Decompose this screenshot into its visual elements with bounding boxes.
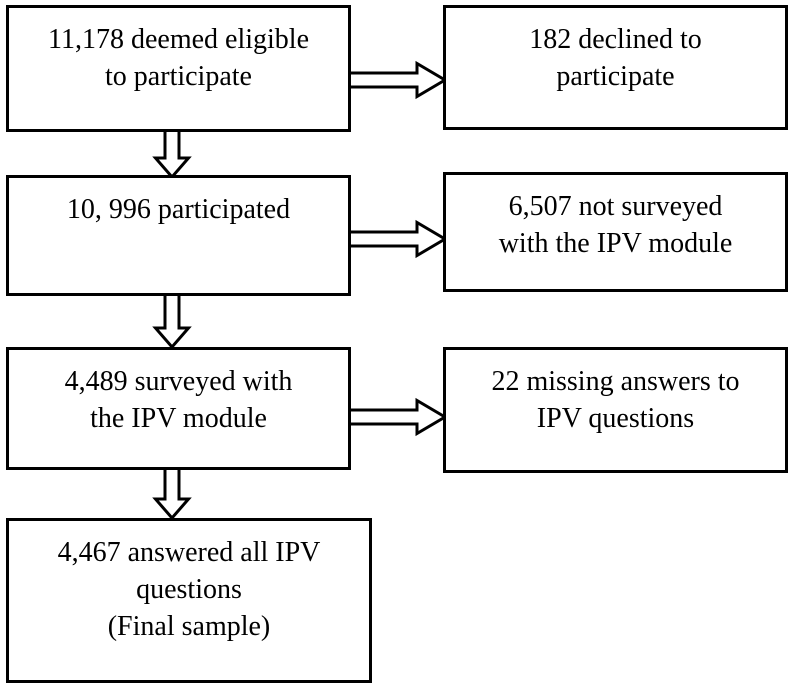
box-line: 6,507 not surveyed: [508, 191, 723, 222]
box-line: questions: [136, 574, 242, 605]
box-line: to participate: [105, 61, 252, 92]
arrow-down-surveyed-to-final: [152, 465, 192, 521]
arrow-down-eligible-to-participated: [152, 127, 192, 180]
box-line: 182 declined to: [529, 24, 702, 55]
box-line: 22 missing answers to: [491, 366, 740, 397]
arrow-right-participated-to-not-surveyed: [347, 219, 448, 259]
box-missing-answers: 22 missing answers to IPV questions: [443, 347, 788, 473]
box-line: the IPV module: [90, 403, 267, 434]
box-line: IPV questions: [536, 403, 695, 434]
box-declined: 182 declined to participate: [443, 5, 788, 130]
box-line: participate: [556, 61, 675, 92]
box-line: 4,467 answered all IPV: [57, 537, 321, 568]
arrow-right-eligible-to-declined: [347, 60, 448, 100]
arrow-down-participated-to-surveyed: [152, 291, 192, 350]
box-final-sample: 4,467 answered all IPV questions (Final …: [6, 518, 372, 683]
box-line: 11,178 deemed eligible: [48, 24, 309, 55]
box-line: (Final sample): [107, 611, 271, 642]
box-surveyed: 4,489 surveyed with the IPV module: [6, 347, 351, 470]
box-line: 4,489 surveyed with: [64, 366, 293, 397]
box-participated: 10, 996 participated: [6, 175, 351, 296]
box-eligible: 11,178 deemed eligible to participate: [6, 5, 351, 132]
box-line: with the IPV module: [498, 228, 733, 259]
arrow-right-surveyed-to-missing: [347, 397, 448, 437]
box-line: 10, 996 participated: [66, 194, 291, 225]
box-not-surveyed: 6,507 not surveyed with the IPV module: [443, 172, 788, 292]
